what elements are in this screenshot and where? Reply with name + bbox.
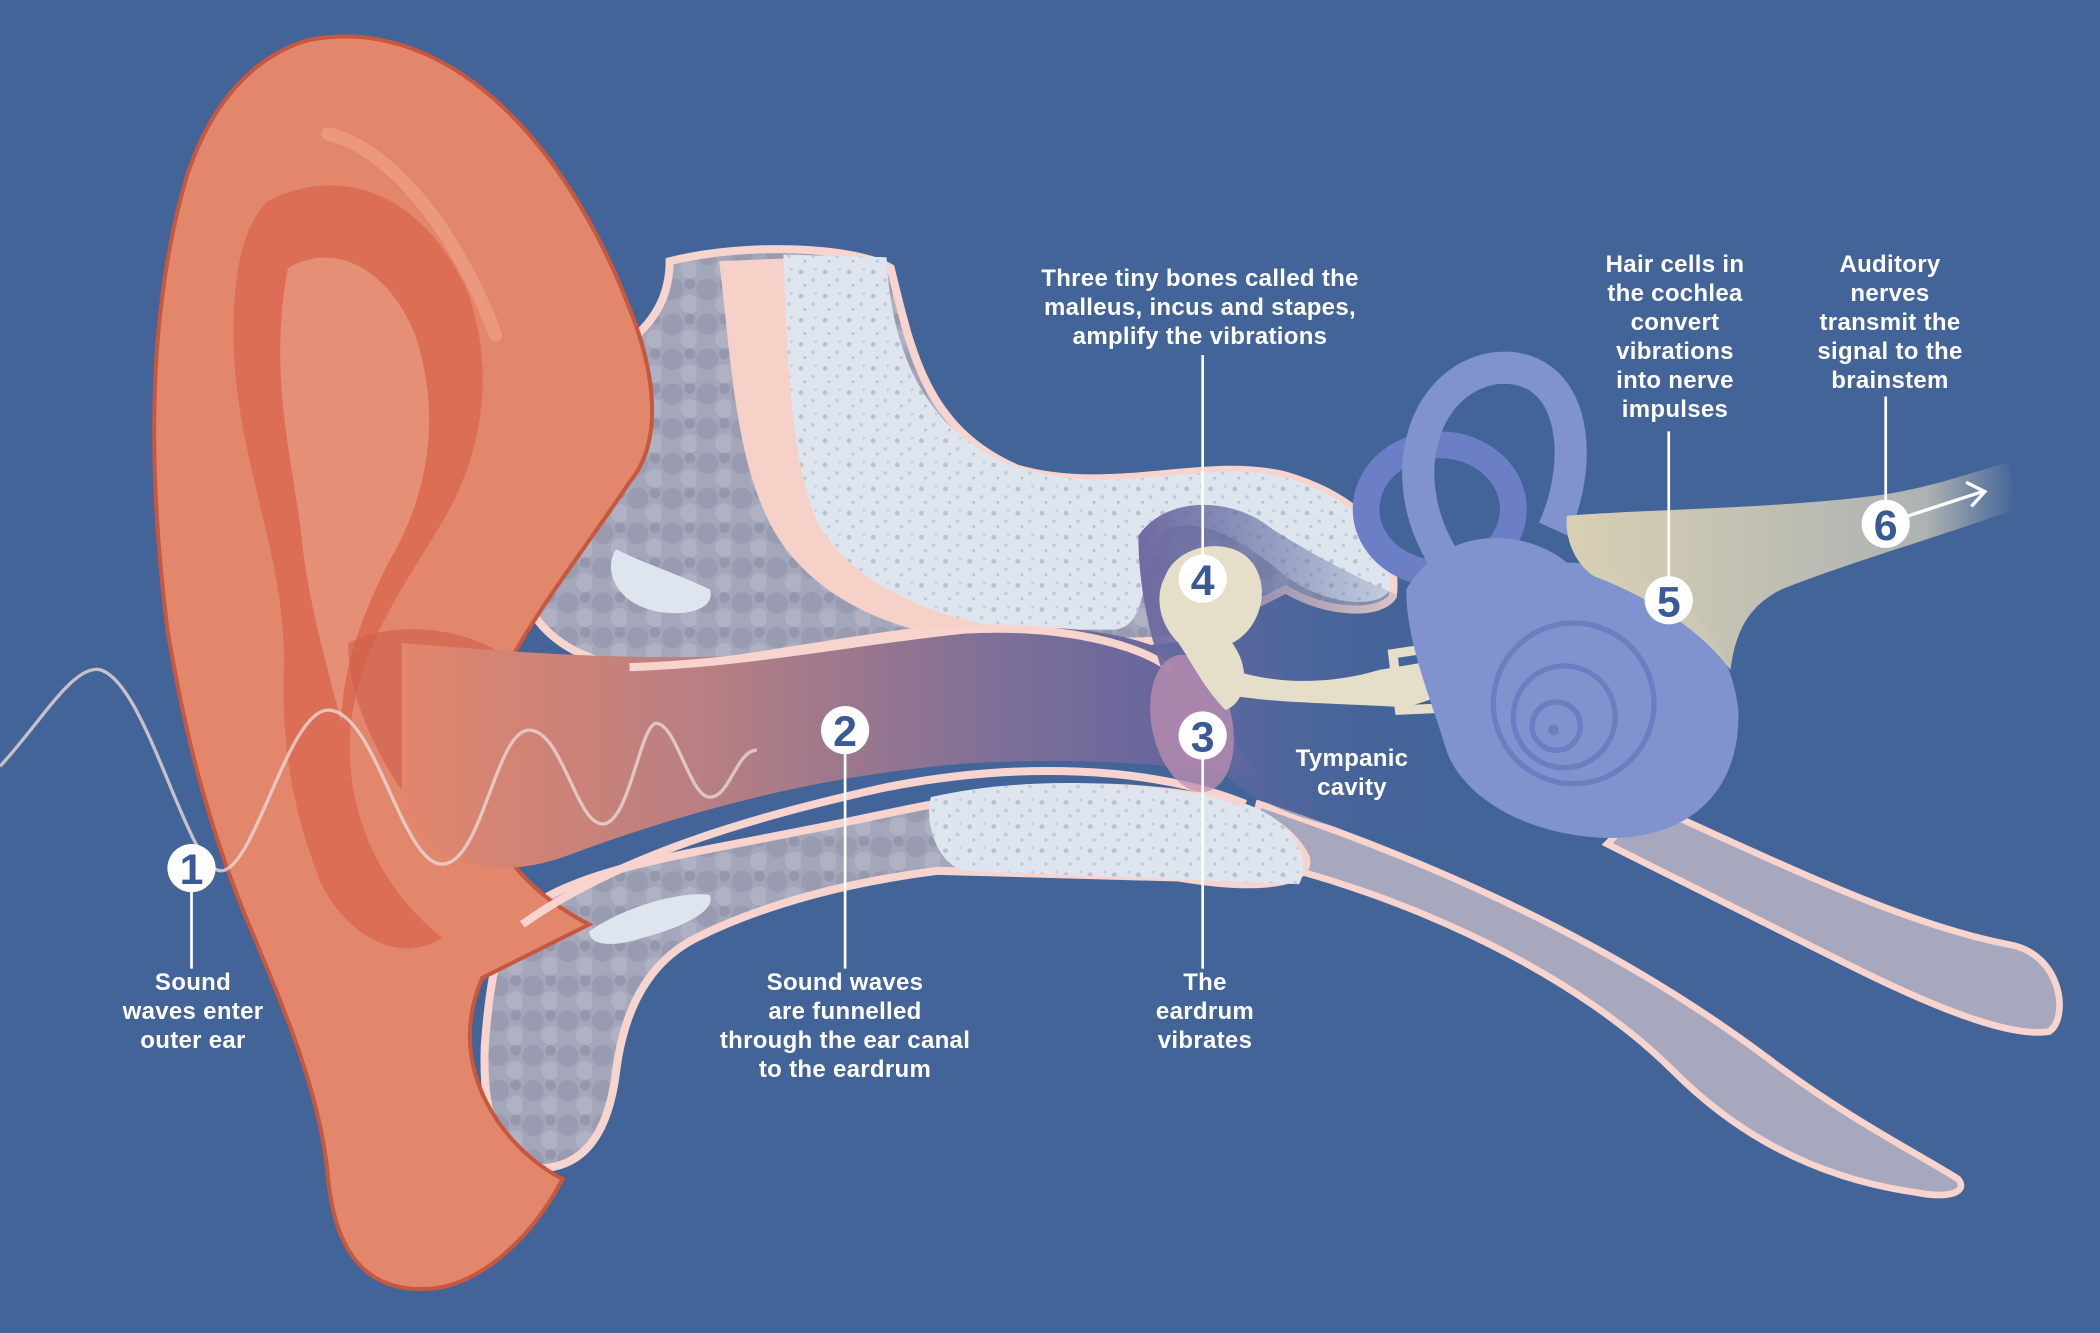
step-label-5: Hair cells in the cochlea convert vibrat… bbox=[1605, 251, 1745, 423]
leader-lines bbox=[190, 355, 1888, 969]
step-number-3: 3 bbox=[1191, 714, 1215, 762]
step-label-6: Auditory nerves transmit the signal to t… bbox=[1817, 251, 1963, 394]
step-marker-4: 4 bbox=[1178, 554, 1227, 605]
step-number-4: 4 bbox=[1191, 557, 1215, 605]
lower-bone bbox=[1241, 799, 2063, 1199]
tympanic-cavity-label: Tympanic cavity bbox=[1295, 745, 1409, 801]
step-marker-5: 5 bbox=[1644, 576, 1693, 626]
ear-canal-lining bbox=[519, 624, 1248, 928]
lower-temporal-bone bbox=[480, 783, 1311, 1173]
step-number-5: 5 bbox=[1657, 578, 1681, 626]
step-label-3: The eardrum vibrates bbox=[1155, 969, 1255, 1054]
step-marker-1: 1 bbox=[167, 844, 216, 894]
step-number-6: 6 bbox=[1874, 502, 1898, 550]
step-number-1: 1 bbox=[180, 846, 204, 894]
step-label-2: Sound waves are funnelled through the ea… bbox=[719, 969, 971, 1083]
step-marker-3: 3 bbox=[1178, 711, 1227, 762]
step-label-4: Three tiny bones called the malleus, inc… bbox=[1041, 265, 1359, 350]
sound-wave bbox=[0, 667, 758, 873]
step-marker-6: 6 bbox=[1861, 499, 1910, 550]
step-number-2: 2 bbox=[833, 708, 857, 756]
step-label-1: Sound waves enter outer ear bbox=[122, 969, 264, 1054]
step-marker-2: 2 bbox=[820, 706, 870, 756]
nerve-arrow bbox=[1907, 480, 1988, 518]
